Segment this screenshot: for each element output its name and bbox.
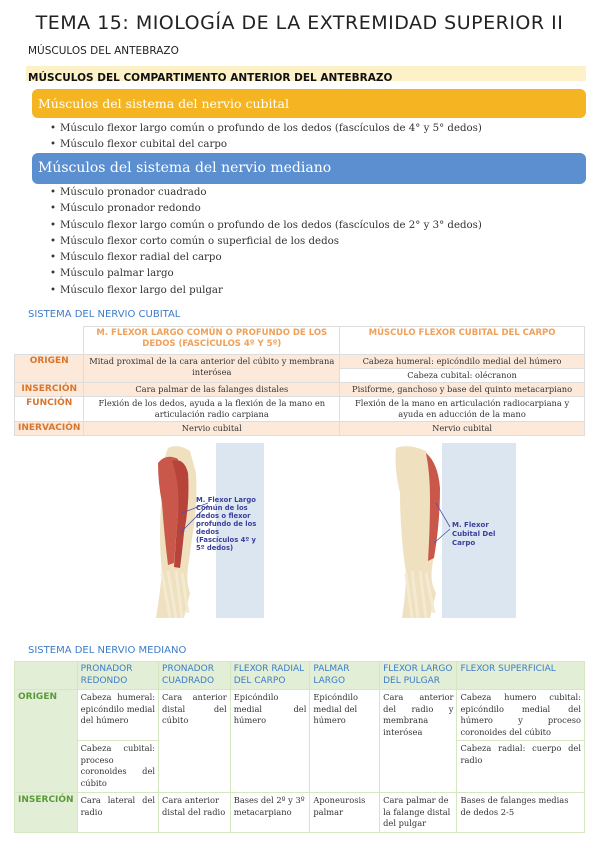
- row-label: ORIGEN: [14, 689, 78, 793]
- table-cell: Bases del 2º y 3º metacarpiano: [229, 792, 311, 833]
- section-title-mediano: SISTEMA DEL NERVIO MEDIANO: [28, 645, 187, 656]
- list-item: Músculo pronador cuadrado: [50, 185, 482, 201]
- table-header: FLEXOR SUPERFICIAL: [456, 661, 585, 690]
- mediano-band: Músculos del sistema del nervio mediano: [32, 153, 586, 184]
- table-cell: Cabeza radial: cuerpo del radio: [456, 740, 585, 793]
- cubital-table: M. FLEXOR LARGO COMÚN O PROFUNDO DE LOS …: [13, 326, 585, 436]
- row-label: INSERCIÓN: [14, 792, 78, 833]
- mediano-table: PRONADOR REDONDO PRONADOR CUADRADO FLEXO…: [14, 661, 585, 833]
- row-label: ORIGEN: [13, 354, 85, 383]
- table-cell: Cabeza cubital: olécranon: [339, 368, 585, 383]
- list-item: Músculo palmar largo: [50, 266, 482, 282]
- table-corner: [14, 661, 78, 690]
- cubital-band: Músculos del sistema del nervio cubital: [32, 89, 586, 118]
- table-header: MÚSCULO FLEXOR CUBITAL DEL CARPO: [339, 326, 585, 355]
- table-cell: Cara palmar de las falanges distales: [83, 382, 341, 397]
- section-title-cubital: SISTEMA DEL NERVIO CUBITAL: [28, 309, 181, 320]
- section-subtitle: MÚSCULOS DEL ANTEBRAZO: [28, 45, 179, 57]
- table-cell: Aponeurosis palmar: [309, 792, 381, 833]
- table-header: M. FLEXOR LARGO COMÚN O PROFUNDO DE LOS …: [83, 326, 341, 355]
- table-cell: Nervio cubital: [339, 421, 585, 436]
- row-label: FUNCIÓN: [13, 396, 85, 422]
- table-header: FLEXOR RADIAL DEL CARPO: [229, 661, 311, 690]
- figure-label: M. Flexor Cubital Del Carpo: [452, 521, 496, 547]
- anatomy-figure-flexor-profundo: M. Flexor Largo Común de los dedos o fle…: [148, 443, 264, 619]
- highlighted-heading: MÚSCULOS DEL COMPARTIMENTO ANTERIOR DEL …: [26, 66, 586, 84]
- table-header: PRONADOR REDONDO: [76, 661, 160, 690]
- table-cell: Flexión de la mano en articulación radio…: [339, 396, 585, 422]
- table-cell: Pisiforme, ganchoso y base del quinto me…: [339, 382, 585, 397]
- table-cell: Flexión de los dedos, ayuda a la flexión…: [83, 396, 341, 422]
- row-label: INSERCIÓN: [13, 382, 85, 397]
- page-title: TEMA 15: MIOLOGÍA DE LA EXTREMIDAD SUPER…: [35, 12, 564, 34]
- table-cell: Cabeza cubital: proceso coronoides del c…: [76, 740, 160, 793]
- table-header: FLEXOR LARGO DEL PULGAR: [379, 661, 458, 690]
- table-cell: Epicóndilo medial del húmero: [229, 689, 311, 793]
- anatomy-figure-flexor-cubital: M. Flexor Cubital Del Carpo: [386, 443, 516, 619]
- list-item: Músculo flexor corto común o superficial…: [50, 234, 482, 250]
- table-header: PALMAR LARGO: [309, 661, 381, 690]
- table-cell: Bases de falanges medias de dedos 2-5: [456, 792, 585, 833]
- table-cell: Cabeza humero cubital: epicóndilo medial…: [456, 689, 585, 741]
- table-cell: Cara anterior del radio y membrana inter…: [379, 689, 458, 793]
- table-cell: Cabeza humeral: epicóndilo medial del hú…: [76, 689, 160, 741]
- forearm-illustration: [395, 443, 516, 619]
- table-cell: Epicóndilo medial del húmero: [309, 689, 381, 793]
- table-cell: Cara lateral del radio: [76, 792, 160, 833]
- list-item: Músculo flexor largo común o profundo de…: [50, 121, 482, 137]
- table-header: PRONADOR CUADRADO: [158, 661, 231, 690]
- list-item: Músculo flexor largo del pulgar: [50, 283, 482, 299]
- table-cell: Cara palmar de la falange distal del pul…: [379, 792, 458, 833]
- table-cell: Mitad proximal de la cara anterior del c…: [83, 354, 341, 383]
- table-cell: Nervio cubital: [83, 421, 341, 436]
- figure-label: M. Flexor Largo Común de los dedos o fle…: [196, 496, 257, 552]
- list-item: Músculo flexor radial del carpo: [50, 250, 482, 266]
- table-corner: [14, 326, 84, 355]
- list-item: Músculo flexor largo común o profundo de…: [50, 218, 482, 234]
- table-cell: Cara anterior distal del radio: [158, 792, 231, 833]
- row-label: INERVACIÓN: [13, 421, 85, 436]
- list-item: Músculo flexor cubital del carpo: [50, 137, 482, 153]
- mediano-list: Músculo pronador cuadrado Músculo pronad…: [50, 185, 482, 299]
- cubital-list: Músculo flexor largo común o profundo de…: [50, 121, 482, 154]
- table-cell: Cabeza humeral: epicóndilo medial del hú…: [339, 354, 585, 369]
- forearm-illustration: [156, 443, 264, 619]
- list-item: Músculo pronador redondo: [50, 201, 482, 217]
- table-cell: Cara anterior distal del cúbito: [158, 689, 231, 793]
